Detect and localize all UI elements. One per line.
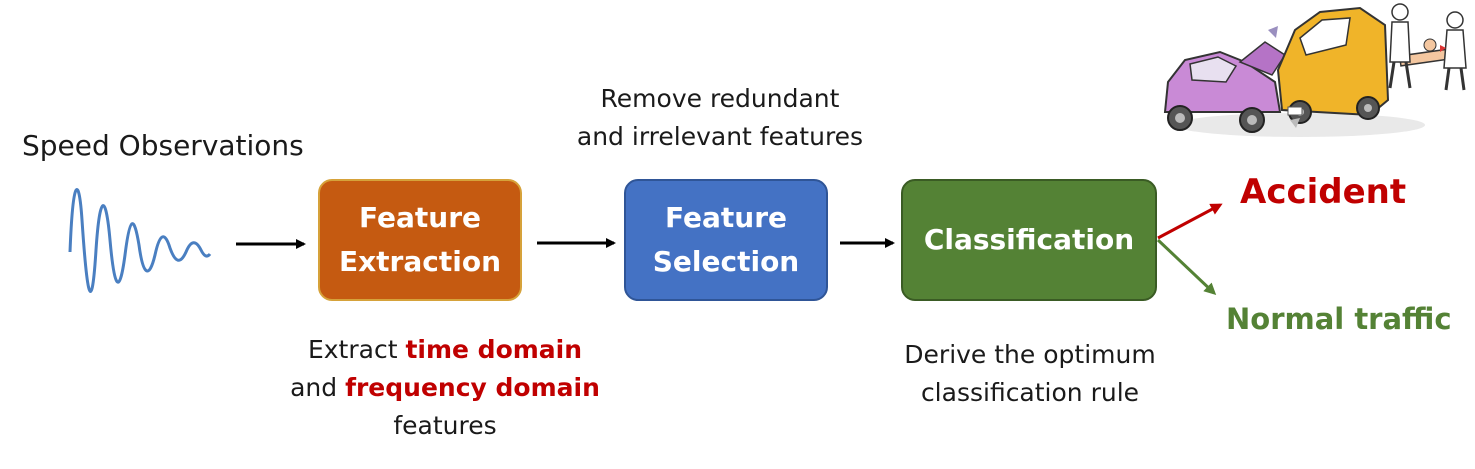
extraction-annotation-line1: Extract time domain (280, 331, 610, 369)
feature-extraction-box: Feature Extraction (318, 179, 522, 301)
selection-annotation: Remove redundant and irrelevant features (560, 80, 880, 156)
classification-annotation: Derive the optimum classification rule (880, 336, 1180, 412)
frequency-domain-highlight: frequency domain (345, 373, 600, 402)
input-label: Speed Observations (22, 129, 304, 162)
classification-annotation-line2: classification rule (920, 378, 1140, 407)
time-domain-highlight: time domain (405, 335, 583, 364)
feature-extraction-line2: Extraction (338, 245, 502, 278)
extraction-annotation-line3: features (393, 411, 497, 440)
feature-selection-line1: Feature (665, 201, 787, 234)
outcome-normal-traffic: Normal traffic (1226, 302, 1452, 336)
feature-extraction-line1: Feature (359, 201, 481, 234)
outcome-accident: Accident (1240, 172, 1407, 212)
speed-wave-icon (68, 188, 212, 293)
classification-annotation-line1: Derive the optimum (904, 340, 1156, 369)
extraction-annotation: Extract time domain and frequency domain… (280, 331, 610, 445)
extraction-middle: and (290, 373, 346, 402)
extraction-prefix: Extract (307, 335, 406, 364)
car-crash-illustration (1163, 3, 1467, 137)
feature-selection-line2: Selection (652, 245, 800, 278)
classification-box: Classification (901, 179, 1157, 301)
feature-selection-box: Feature Selection (624, 179, 828, 301)
classification-label: Classification (923, 223, 1135, 256)
arrow-to-accident (1157, 203, 1223, 240)
extraction-annotation-line2: and frequency domain (280, 369, 610, 407)
arrow-to-normal (1156, 238, 1217, 296)
selection-annotation-line2: and irrelevant features (576, 122, 864, 151)
selection-annotation-line1: Remove redundant (600, 84, 840, 113)
